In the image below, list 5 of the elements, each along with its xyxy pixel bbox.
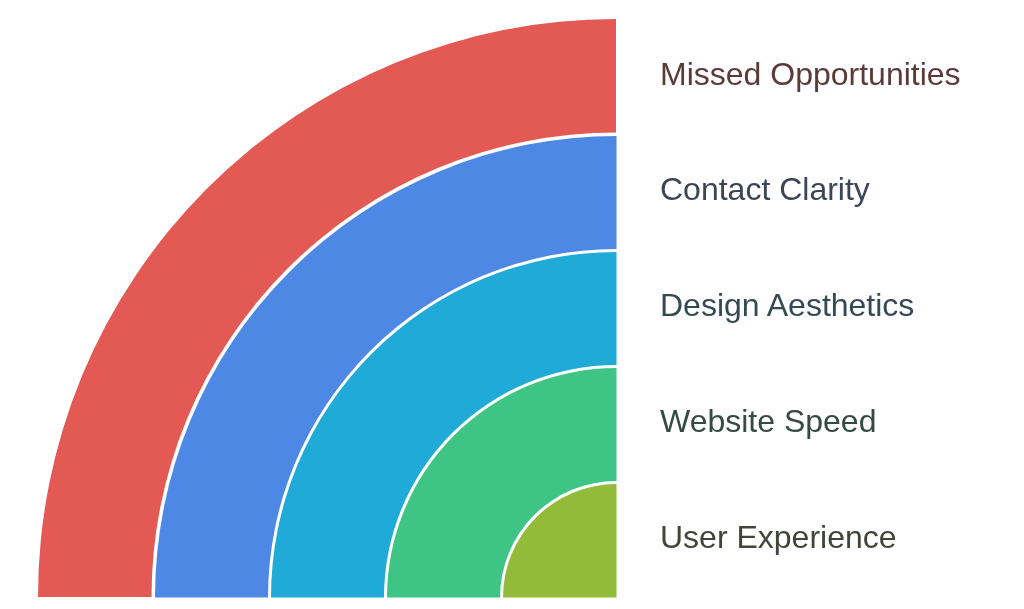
band-label: User Experience (660, 517, 897, 556)
band-label: Website Speed (660, 402, 877, 440)
band-label: Design Aesthetics (660, 286, 915, 324)
band-label: Missed Opportunities (660, 54, 961, 93)
band-label: Contact Clarity (660, 170, 870, 208)
